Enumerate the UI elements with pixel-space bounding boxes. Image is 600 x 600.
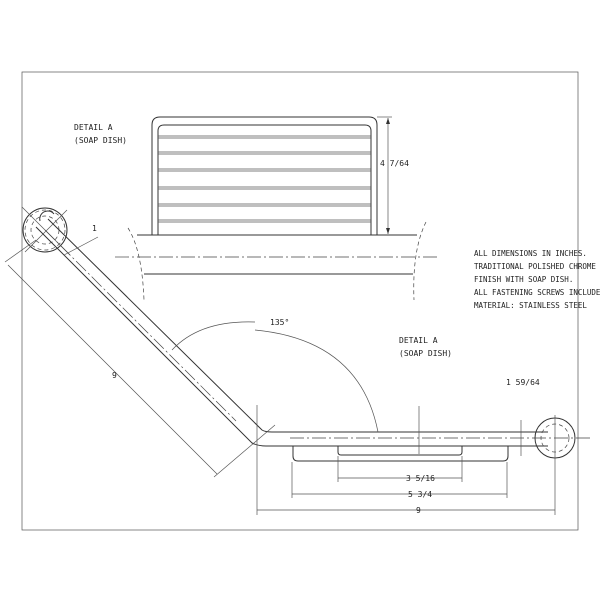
dim-soap-dish-height: 4 7/64: [380, 159, 409, 168]
detail-a-sublabel-top: (SOAP DISH): [74, 136, 127, 145]
detail-a-sublabel-bottom: (SOAP DISH): [399, 349, 452, 358]
dim-diagonal-length: 9: [112, 371, 117, 380]
drawing-frame: [21, 71, 579, 531]
dim-flange-diameter: 1 59/64: [506, 378, 540, 387]
note-line: TRADITIONAL POLISHED CHROME: [474, 262, 596, 271]
dim-tube-diameter: 1: [92, 224, 97, 233]
detail-a-label-top: DETAIL A: [74, 123, 113, 132]
dim-angle: 135°: [270, 318, 289, 327]
detail-a-label-bottom: DETAIL A: [399, 336, 438, 345]
left-flange: [22, 207, 68, 253]
note-line: FINISH WITH SOAP DISH.: [474, 275, 573, 284]
dim-dish-outer-width: 5 3/4: [408, 490, 432, 499]
notes: ALL DIMENSIONS IN INCHES. TRADITIONAL PO…: [474, 249, 600, 310]
soap-dish-detail: [115, 116, 440, 301]
note-line: ALL FASTENING SCREWS INCLUDED.: [474, 288, 600, 297]
note-line: ALL DIMENSIONS IN INCHES.: [474, 249, 587, 258]
dim-dish-inner-width: 3 5/16: [406, 474, 435, 483]
grab-bar: [21, 206, 590, 462]
dim-horizontal-length: 9: [416, 506, 421, 515]
dimension-lines: [4, 236, 556, 515]
note-line: MATERIAL: STAINLESS STEEL: [474, 301, 587, 310]
